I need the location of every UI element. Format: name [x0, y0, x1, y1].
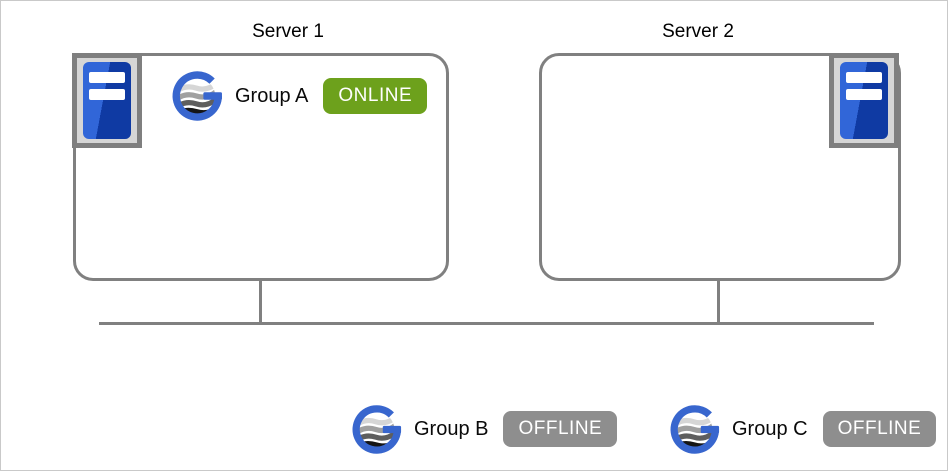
group-c-status-badge: OFFLINE	[822, 411, 937, 447]
group-a-label: Group A	[235, 84, 309, 107]
availability-group-icon	[171, 68, 227, 124]
group-b-label: Group B	[414, 417, 489, 440]
server2-connector-line	[717, 280, 720, 324]
server2-title: Server 2	[662, 21, 734, 42]
server1-connector-line	[259, 280, 262, 324]
server-rack-icon	[829, 53, 899, 148]
group-c-row: Group C OFFLINE	[669, 401, 937, 457]
group-b-row: Group B OFFLINE	[351, 401, 618, 457]
group-a-status-badge: ONLINE	[323, 78, 428, 114]
group-a-row: Group A ONLINE	[171, 68, 428, 124]
group-b-status-badge: OFFLINE	[503, 411, 618, 447]
availability-group-icon	[669, 402, 724, 457]
server1-title: Server 1	[252, 21, 324, 42]
network-bus-line	[99, 322, 874, 325]
group-c-label: Group C	[732, 417, 808, 440]
availability-group-icon	[351, 402, 406, 457]
server-rack-icon	[72, 53, 142, 148]
